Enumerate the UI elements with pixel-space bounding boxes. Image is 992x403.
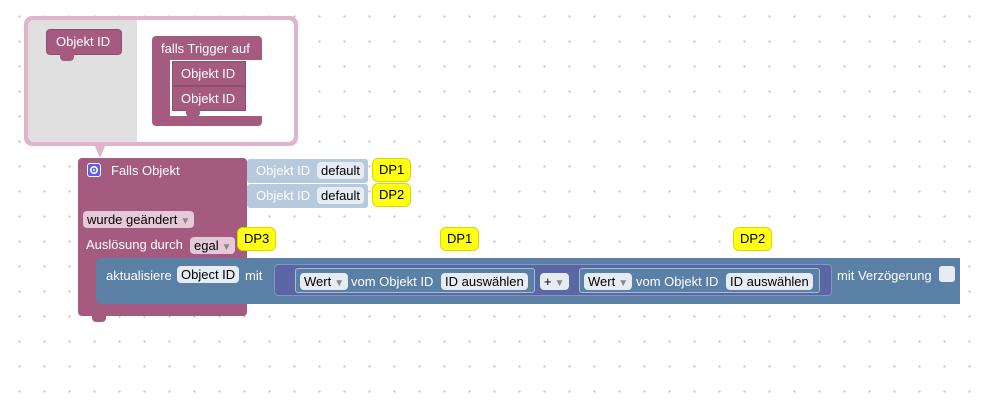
wert-dropdown-right-value: Wert xyxy=(588,274,616,289)
container-label: falls Trigger auf xyxy=(161,41,250,56)
falls-objekt-title: Falls Objekt xyxy=(111,163,180,178)
id-auswaehlen-button-left[interactable]: ID auswählen xyxy=(441,273,528,290)
chevron-down-icon: ▼ xyxy=(334,278,345,289)
objekt-id-input-1-value[interactable]: default xyxy=(317,162,365,179)
wert-dropdown-right[interactable]: Wert▼ xyxy=(584,273,633,290)
chevron-down-icon: ▼ xyxy=(221,242,232,253)
palette-block-tab xyxy=(60,54,74,61)
wert-dropdown-left-value: Wert xyxy=(304,274,332,289)
condition-dropdown[interactable]: wurde geändert▼ xyxy=(83,211,195,228)
comment-dp2-input[interactable]: DP2 xyxy=(372,183,412,207)
slot-label-2: Objekt ID xyxy=(181,91,236,106)
objekt-id-input-1-label: Objekt ID xyxy=(256,163,311,178)
mit-label: mit xyxy=(245,268,263,283)
objekt-id-input-1[interactable]: Objekt ID default xyxy=(247,159,368,183)
gear-icon[interactable] xyxy=(87,163,101,177)
ausloesung-dropdown[interactable]: egal▼ xyxy=(190,237,236,254)
comment-dp3[interactable]: DP3 xyxy=(237,227,277,251)
ausloesung-label: Auslösung durch xyxy=(86,237,183,252)
operator-dropdown-value: + xyxy=(544,274,552,289)
vom-objekt-label-right: vom Objekt ID xyxy=(636,274,719,289)
palette-objekt-id-block[interactable]: Objekt ID xyxy=(46,29,122,55)
falls-objekt-bottom-tab xyxy=(92,315,106,322)
delay-checkbox[interactable] xyxy=(939,266,955,282)
aktualisiere-label: aktualisiere xyxy=(106,268,172,283)
comment-dp1-value[interactable]: DP1 xyxy=(440,227,480,251)
objekt-id-input-2[interactable]: Objekt ID default xyxy=(247,184,368,208)
chevron-down-icon: ▼ xyxy=(180,216,191,227)
comment-dp2-value[interactable]: DP2 xyxy=(733,227,773,251)
wert-dropdown-left[interactable]: Wert▼ xyxy=(300,273,349,290)
objekt-id-input-2-value[interactable]: default xyxy=(317,187,365,204)
slot-tab xyxy=(186,110,200,117)
bubble-tail xyxy=(94,144,106,158)
vom-objekt-label-left: vom Objekt ID xyxy=(351,274,434,289)
slot-block-1[interactable]: Objekt ID xyxy=(172,61,246,86)
chevron-down-icon: ▼ xyxy=(618,278,629,289)
id-auswaehlen-button-right[interactable]: ID auswählen xyxy=(726,273,813,290)
objekt-id-input-2-label: Objekt ID xyxy=(256,188,311,203)
slot-block-2[interactable]: Objekt ID xyxy=(172,86,246,111)
comment-dp1-input[interactable]: DP1 xyxy=(372,158,412,182)
object-id-field[interactable]: Object ID xyxy=(177,266,240,283)
chevron-down-icon: ▼ xyxy=(554,278,565,289)
condition-dropdown-value: wurde geändert xyxy=(87,212,178,227)
mit-verzoegerung-label: mit Verzögerung xyxy=(837,268,932,283)
ausloesung-dropdown-value: egal xyxy=(194,238,219,253)
operator-dropdown[interactable]: +▼ xyxy=(540,273,569,290)
slot-label-1: Objekt ID xyxy=(181,66,236,81)
palette-objekt-id-label: Objekt ID xyxy=(56,34,111,49)
